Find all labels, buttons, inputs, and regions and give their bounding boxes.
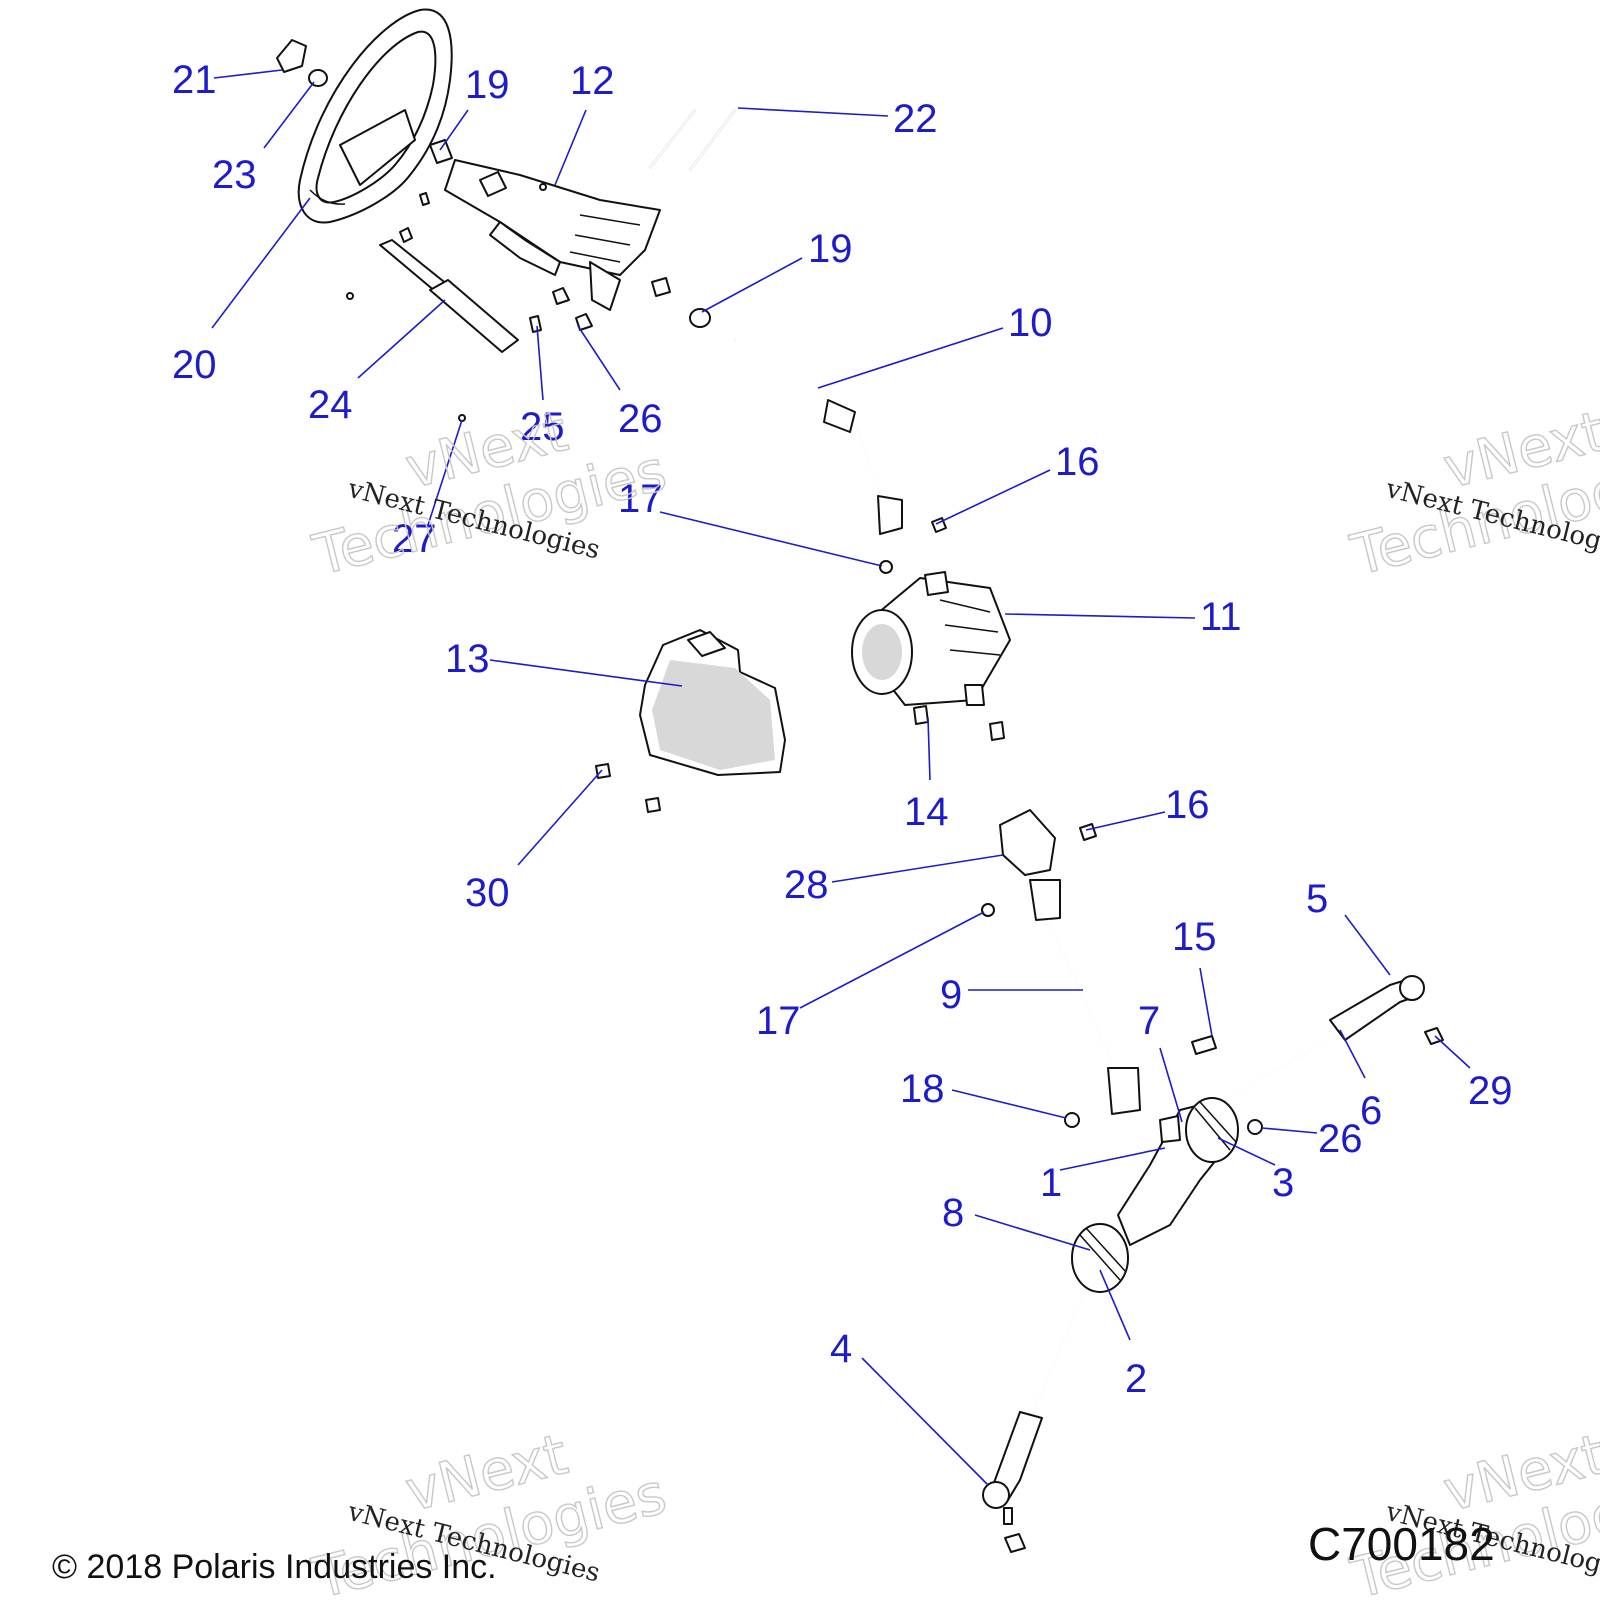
leader-lines bbox=[211, 69, 1471, 1486]
callout-9: 9 bbox=[940, 973, 962, 1017]
cover-bolt-b bbox=[645, 797, 661, 813]
callout-numbers: 21 23 19 12 22 19 10 20 24 25 26 27 17 1… bbox=[172, 58, 1513, 1401]
callout-15: 15 bbox=[1172, 915, 1217, 959]
column-bushing-side bbox=[651, 277, 671, 297]
steering-cover bbox=[639, 629, 786, 776]
tie-rod-right bbox=[1224, 975, 1425, 1101]
watermark-right: vNext Technologies vNext Technologies bbox=[1344, 398, 1600, 589]
callout-5: 5 bbox=[1306, 877, 1328, 921]
callout-22: 22 bbox=[893, 97, 938, 141]
u-joint-bolt-lower bbox=[1079, 823, 1097, 841]
callout-20: 20 bbox=[172, 343, 217, 387]
callout-30: 30 bbox=[465, 871, 510, 915]
cover-bolt-a bbox=[595, 763, 611, 779]
callout-4: 4 bbox=[830, 1327, 852, 1371]
upper-steering-shaft bbox=[734, 338, 903, 535]
callout-3: 3 bbox=[1272, 1161, 1294, 1205]
callout-23: 23 bbox=[212, 153, 257, 197]
callout-16-upper: 16 bbox=[1055, 440, 1100, 484]
strut-bushing-a bbox=[552, 287, 570, 305]
callout-19-upper: 19 bbox=[465, 63, 510, 107]
lower-steering-shaft bbox=[1029, 879, 1141, 1115]
column-bushing-upper bbox=[429, 139, 453, 164]
eps-bolt-b bbox=[989, 721, 1005, 741]
callout-12: 12 bbox=[570, 59, 615, 103]
callout-14: 14 bbox=[904, 790, 949, 834]
column-bushing-lower bbox=[689, 308, 711, 328]
column-bolts bbox=[649, 109, 736, 171]
tie-rod-end-nut bbox=[1004, 1533, 1026, 1553]
watermark-bottom-right: vNext Technologies vNext Technologies bbox=[1344, 1421, 1600, 1605]
shaft-boot bbox=[999, 809, 1056, 876]
rack-and-pinion bbox=[1071, 1097, 1239, 1293]
small-bolt-a bbox=[419, 192, 430, 206]
callout-1: 1 bbox=[1040, 1161, 1062, 1205]
callout-24: 24 bbox=[308, 383, 353, 427]
callout-17-upper: 17 bbox=[618, 477, 663, 521]
callout-28: 28 bbox=[784, 863, 829, 907]
eps-bolt-a bbox=[913, 705, 929, 725]
callout-17-lower: 17 bbox=[756, 999, 801, 1043]
callout-6: 6 bbox=[1360, 1089, 1382, 1133]
callout-27: 27 bbox=[392, 517, 437, 561]
callout-26-upper: 26 bbox=[618, 397, 663, 441]
drawing-number: C700182 bbox=[1308, 1518, 1495, 1570]
wheel-nut bbox=[308, 69, 328, 87]
strut-bolt bbox=[529, 315, 542, 333]
rack-nut bbox=[1064, 1112, 1080, 1128]
callout-19-lower: 19 bbox=[808, 227, 853, 271]
callout-10: 10 bbox=[1008, 301, 1053, 345]
callout-7: 7 bbox=[1138, 999, 1160, 1043]
callout-18: 18 bbox=[900, 1067, 945, 1111]
callout-2: 2 bbox=[1125, 1357, 1147, 1401]
callout-25: 25 bbox=[520, 405, 565, 449]
steering-column-bracket bbox=[444, 159, 661, 311]
tilt-gas-strut bbox=[379, 239, 519, 353]
u-joint-nut-upper bbox=[879, 560, 893, 574]
callout-16-lower: 16 bbox=[1165, 783, 1210, 827]
rack-bolt bbox=[1191, 1035, 1217, 1055]
callout-29: 29 bbox=[1468, 1069, 1513, 1113]
u-joint-nut-lower bbox=[981, 903, 995, 917]
copyright-notice: © 2018 Polaris Industries Inc. bbox=[52, 1548, 497, 1586]
power-steering-unit bbox=[851, 571, 1011, 706]
tie-rod-left bbox=[982, 1289, 1086, 1525]
callout-8: 8 bbox=[942, 1191, 964, 1235]
horn-cap bbox=[276, 39, 307, 73]
callout-13: 13 bbox=[445, 637, 490, 681]
callout-21: 21 bbox=[172, 58, 217, 102]
small-nut-a bbox=[346, 292, 354, 300]
steering-wheel bbox=[297, 8, 453, 224]
rack-bushing-nut bbox=[1247, 1119, 1263, 1135]
small-bolt-b bbox=[399, 227, 413, 243]
callout-26-lower: 26 bbox=[1318, 1117, 1363, 1161]
callout-11: 11 bbox=[1200, 595, 1242, 639]
